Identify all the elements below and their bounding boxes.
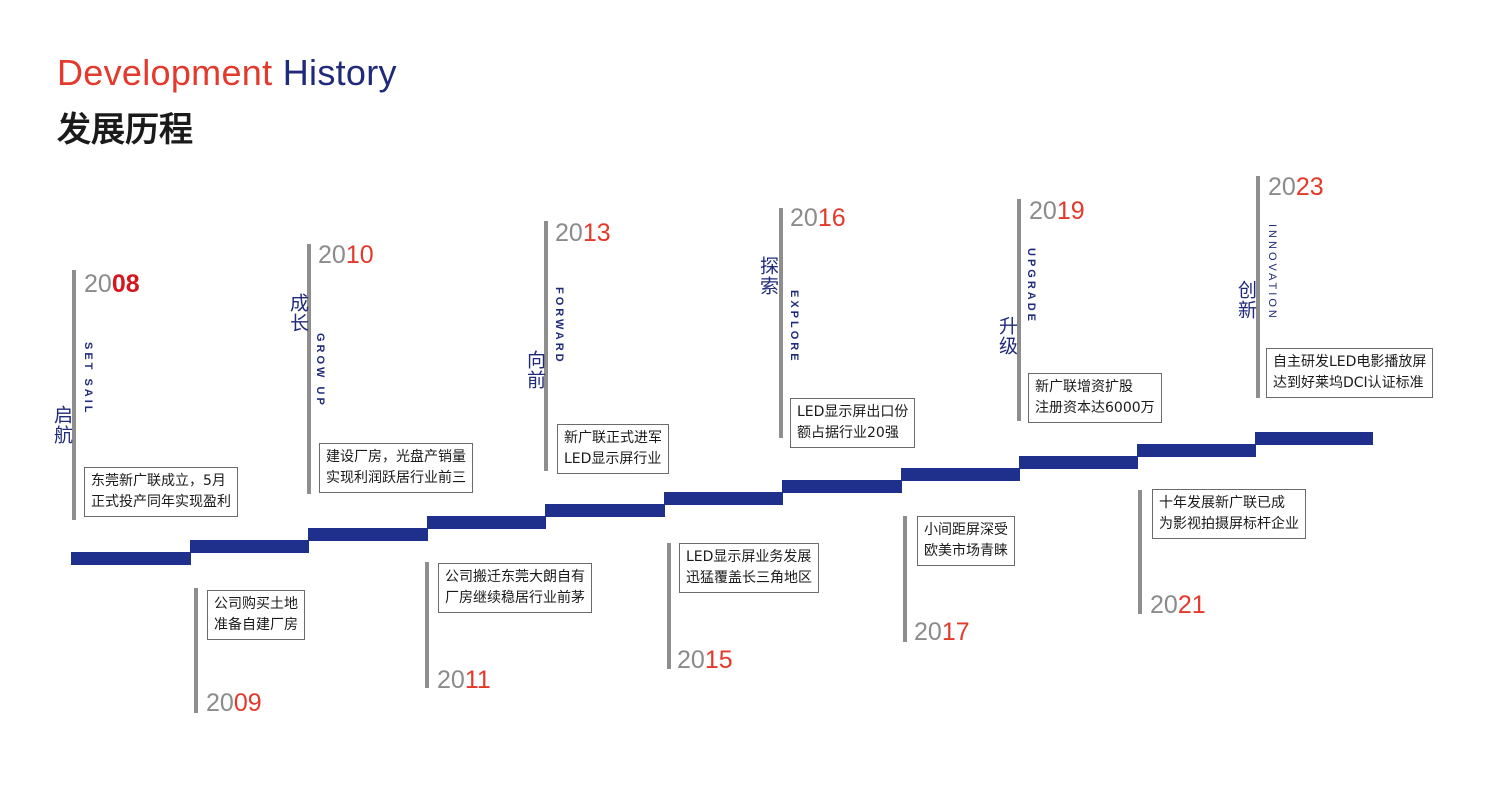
milestone-year: 2011: [437, 666, 491, 694]
milestone-year: 2010: [318, 241, 374, 269]
milestone-description: 自主研发LED电影播放屏达到好莱坞DCI认证标准: [1266, 348, 1434, 398]
title-en-development: Development: [57, 52, 273, 93]
milestone-label-cn: 创新: [1235, 280, 1257, 320]
milestone-label-en: INNOVATION: [1266, 224, 1278, 321]
milestone-description: 公司购买土地准备自建厂房: [207, 590, 305, 640]
milestone-line: [1017, 199, 1021, 421]
milestone-line: [1256, 176, 1260, 398]
milestone-label-en: GROW UP: [314, 333, 326, 408]
step-2023: [1255, 432, 1373, 445]
milestone-label-en: SET SAIL: [82, 342, 94, 416]
milestone-label-cn: 探索: [757, 256, 779, 296]
milestone-year: 2021: [1150, 591, 1206, 619]
milestone-label-cn: 成长: [287, 293, 309, 333]
milestone-line: [1138, 490, 1142, 614]
step-2011: [427, 516, 546, 529]
step-2021: [1137, 444, 1256, 457]
milestone-label-cn: 启航: [51, 405, 73, 445]
milestone-year: 2009: [206, 689, 262, 717]
milestone-description: 公司搬迁东莞大朗自有厂房继续稳居行业前茅: [438, 563, 592, 613]
milestone-description: LED显示屏业务发展迅猛覆盖长三角地区: [679, 543, 819, 593]
milestone-description: 十年发展新广联已成为影视拍摄屏标杆企业: [1152, 489, 1306, 539]
milestone-year: 2013: [555, 219, 611, 247]
page-title-en: Development History: [57, 52, 397, 94]
milestone-label-cn: 升级: [996, 316, 1018, 356]
milestone-line: [667, 543, 671, 669]
step-2015: [664, 492, 783, 505]
milestone-year: 2015: [677, 646, 733, 674]
milestone-year: 2016: [790, 204, 846, 232]
milestone-line: [779, 208, 783, 438]
page-title-cn: 发展历程: [57, 110, 193, 150]
step-2009: [190, 540, 309, 553]
title-en-history: History: [282, 52, 397, 93]
milestone-label-en: EXPLORE: [788, 290, 800, 364]
milestone-line: [72, 270, 76, 520]
step-2017: [901, 468, 1020, 481]
step-2016: [782, 480, 902, 493]
milestone-year: 2017: [914, 618, 970, 646]
milestone-line: [194, 588, 198, 713]
milestone-line: [425, 562, 429, 688]
milestone-line: [903, 516, 907, 642]
milestone-description: 东莞新广联成立，5月正式投产同年实现盈利: [84, 467, 238, 517]
milestone-description: 小间距屏深受欧美市场青睐: [917, 516, 1015, 566]
milestone-line: [307, 244, 311, 494]
milestone-description: 新广联增资扩股注册资本达6000万: [1028, 373, 1162, 423]
milestone-label-en: UPGRADE: [1025, 248, 1037, 325]
milestone-year: 2008: [84, 270, 140, 298]
milestone-line: [544, 221, 548, 471]
step-2010: [308, 528, 428, 541]
step-2008: [71, 552, 191, 565]
milestone-label-cn: 向前: [524, 350, 546, 390]
step-2013: [545, 504, 665, 517]
milestone-description: 建设厂房，光盘产销量实现利润跃居行业前三: [319, 443, 473, 493]
milestone-year: 2023: [1268, 173, 1324, 201]
milestone-year: 2019: [1029, 197, 1085, 225]
milestone-label-en: FORWARD: [553, 287, 565, 365]
milestone-description: LED显示屏出口份额占据行业20强: [790, 398, 916, 448]
step-2019: [1019, 456, 1138, 469]
